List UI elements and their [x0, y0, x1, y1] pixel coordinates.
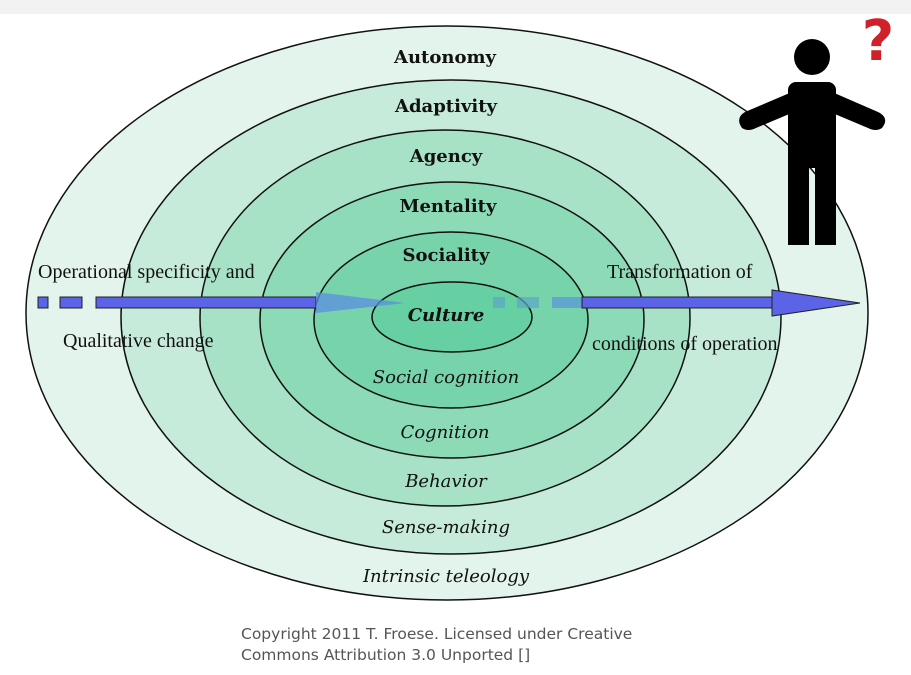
label-intrinsic-teleology: Intrinsic teleology	[362, 566, 530, 587]
label-autonomy: Autonomy	[393, 47, 497, 68]
left-text-top: Operational specificity and	[38, 261, 255, 283]
copyright-notice: Copyright 2011 T. Froese. Licensed under…	[241, 624, 632, 666]
arrow	[37, 289, 861, 317]
label-culture: Culture	[408, 305, 485, 326]
label-behavior: Behavior	[404, 471, 488, 492]
label-sense-making: Sense-making	[382, 517, 510, 538]
label-adaptivity: Adaptivity	[394, 96, 498, 117]
question-mark-icon: ?	[862, 9, 894, 74]
left-text-bottom: Qualitative change	[63, 330, 214, 352]
copyright-line-2: Commons Attribution 3.0 Unported []	[241, 646, 531, 664]
person-shrugging-icon	[739, 39, 886, 245]
right-text-top: Transformation of	[607, 261, 753, 283]
label-sociality: Sociality	[403, 245, 490, 266]
top-bar	[0, 0, 911, 14]
right-text-bottom: conditions of operation	[592, 333, 778, 355]
label-social-cognition: Social cognition	[373, 367, 519, 388]
ring-culture	[371, 281, 533, 353]
label-agency: Agency	[409, 146, 483, 167]
copyright-line-1: Copyright 2011 T. Froese. Licensed under…	[241, 625, 633, 643]
label-mentality: Mentality	[400, 196, 497, 217]
label-cognition: Cognition	[401, 422, 490, 443]
